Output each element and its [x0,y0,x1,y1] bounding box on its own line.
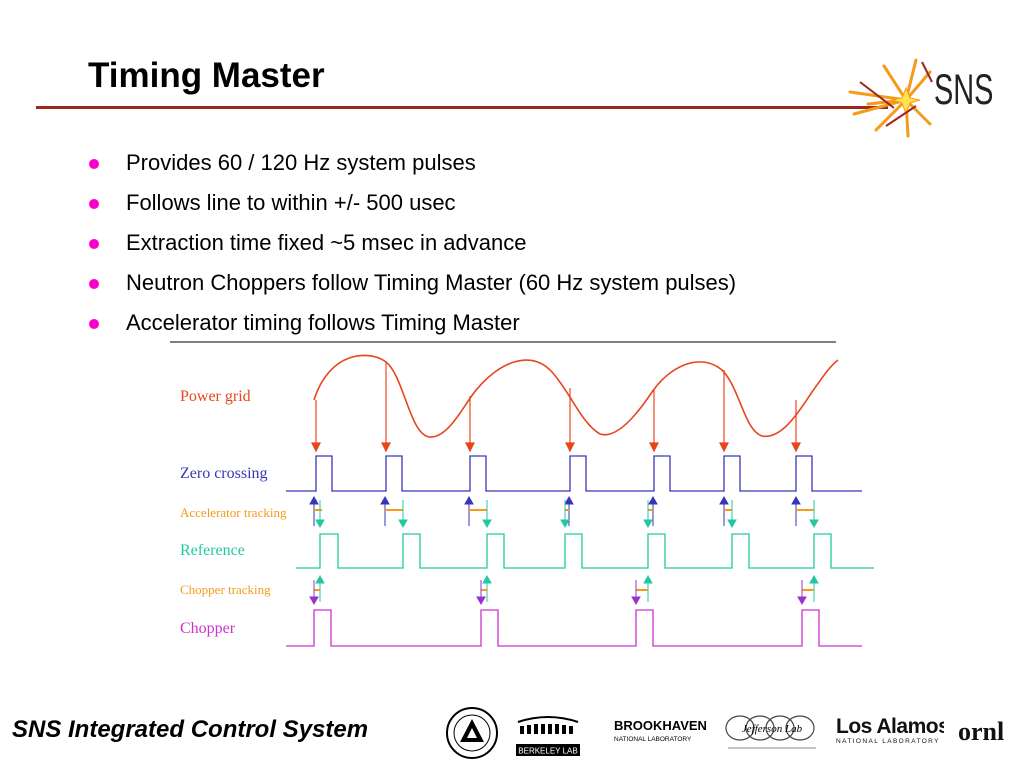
brookhaven-line1: BROOKHAVEN [614,718,707,733]
timing-diagram: Power grid Zero crossing Accelerator tra… [170,341,874,647]
bullet-item: Neutron Choppers follow Timing Master (6… [86,268,736,308]
reference-signal [296,533,874,569]
los-alamos-logo: Los Alamos NATIONAL LABORATORY [836,715,944,745]
bullet-dot-icon [89,239,99,249]
label-zero-crossing: Zero crossing [180,465,268,482]
brookhaven-logo: BROOKHAVEN NATIONAL LABORATORY [614,718,707,743]
bullet-text: Neutron Choppers follow Timing Master (6… [126,270,737,295]
los-alamos-line2: NATIONAL LABORATORY [836,738,940,745]
bullet-item: Accelerator timing follows Timing Master [86,308,736,348]
los-alamos-line1: Los Alamos [836,715,944,738]
bullet-dot-icon [89,199,99,209]
bullet-item: Extraction time fixed ~5 msec in advance [86,228,736,268]
bullet-list: Provides 60 / 120 Hz system pulses Follo… [86,148,736,348]
label-chopper-tracking: Chopper tracking [180,582,271,597]
power-grid-wave [313,354,839,438]
label-accelerator-tracking: Accelerator tracking [180,505,287,520]
berkeley-lab-text: BERKELEY LAB [518,747,577,756]
title-divider [36,106,888,109]
footer-title: SNS Integrated Control System [12,716,369,743]
label-chopper: Chopper [180,620,236,637]
argonne-logo [446,707,498,759]
slide-title: Timing Master [88,56,325,95]
accelerator-tracking-markers [309,495,819,529]
bullet-dot-icon [89,279,99,289]
sns-logo: SNS [848,58,993,138]
bullet-dot-icon [89,159,99,169]
jefferson-lab-text: Jefferson Lab [742,723,803,735]
berkeley-lab-logo: BERKELEY LAB [516,716,580,756]
bullet-text: Provides 60 / 120 Hz system pulses [126,150,476,175]
ornl-text: ornl [958,717,1004,746]
bullet-item: Provides 60 / 120 Hz system pulses [86,148,736,188]
label-reference: Reference [180,542,245,559]
bullet-item: Follows line to within +/- 500 usec [86,188,736,228]
label-power-grid: Power grid [180,388,251,405]
jefferson-lab-logo: Jefferson Lab [725,715,816,749]
zero-crossing-signal [286,455,862,492]
bullet-text: Accelerator timing follows Timing Master [126,310,520,335]
bullet-text: Extraction time fixed ~5 msec in advance [126,230,527,255]
power-grid-arrows [311,362,801,453]
sns-logo-text: SNS [934,65,993,113]
brookhaven-line2: NATIONAL LABORATORY [614,736,692,743]
bullet-dot-icon [89,319,99,329]
ornl-logo: ornl [958,717,1004,746]
chopper-signal [286,609,862,647]
bullet-text: Follows line to within +/- 500 usec [126,190,456,215]
chopper-tracking-markers [309,574,819,606]
